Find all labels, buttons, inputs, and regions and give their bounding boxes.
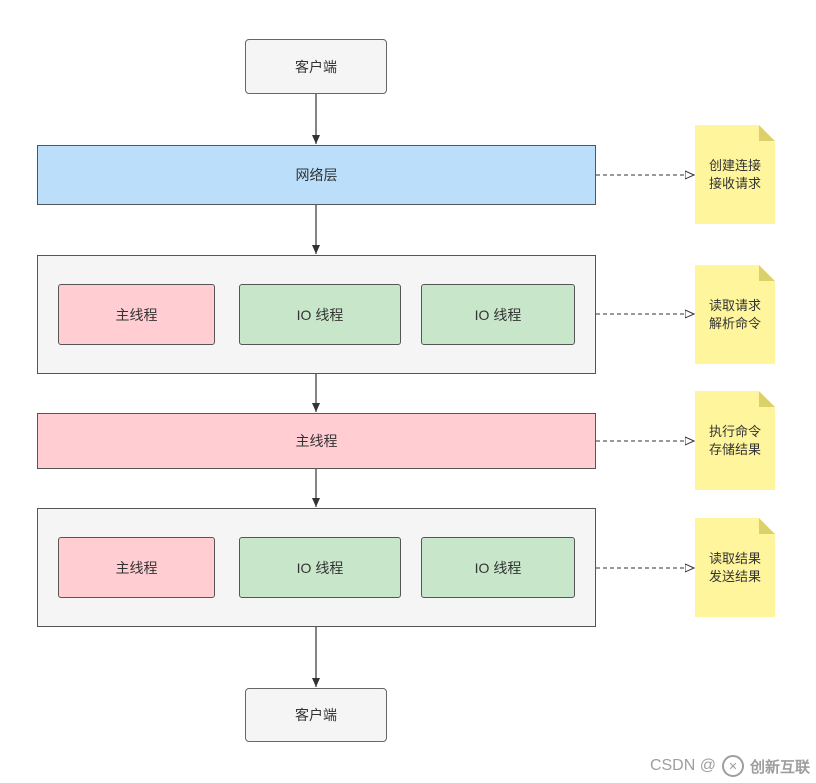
group2-main-thread: 主线程: [58, 537, 215, 598]
note-parse-command: 读取请求 解析命令: [695, 265, 775, 364]
note4-line1: 读取结果: [708, 550, 761, 566]
group1-io-thread-2-label: IO 线程: [474, 306, 522, 323]
watermark-brand: 创新互联: [749, 758, 810, 776]
note1-line2: 接收请求: [708, 175, 761, 191]
group1-io-thread-2: IO 线程: [421, 284, 575, 345]
note3-line2: 存储结果: [708, 441, 761, 457]
watermark-source: CSDN @: [649, 757, 716, 774]
group1-io-thread-1: IO 线程: [239, 284, 401, 345]
client-top-label: 客户端: [295, 58, 337, 75]
group2-main-thread-label: 主线程: [115, 559, 158, 576]
group1-main-thread: 主线程: [58, 284, 215, 345]
network-layer-node: 网络层: [37, 145, 596, 205]
note4-line2: 发送结果: [708, 568, 761, 584]
client-bottom-label: 客户端: [295, 707, 337, 723]
brand-logo-icon: ✕: [721, 755, 744, 777]
main-thread-label: 主线程: [295, 433, 338, 449]
note-execute-command: 执行命令 存储结果: [695, 391, 775, 490]
note3-line1: 执行命令: [708, 423, 761, 439]
group1-io-thread-1-label: IO 线程: [296, 306, 344, 323]
note-accept-connection: 创建连接 接收请求: [695, 125, 775, 224]
watermark: CSDN @ ✕ 创新互联: [650, 755, 810, 777]
group2-io-thread-2-label: IO 线程: [474, 559, 522, 576]
note-send-result: 读取结果 发送结果: [695, 518, 775, 617]
group2-io-thread-1: IO 线程: [239, 537, 401, 598]
group2-io-thread-1-label: IO 线程: [296, 559, 344, 576]
note2-line1: 读取请求: [708, 297, 761, 313]
client-top-node: 客户端: [245, 39, 387, 94]
note1-line1: 创建连接: [708, 157, 761, 173]
client-bottom-node: 客户端: [245, 688, 387, 742]
main-thread-node: 主线程: [37, 413, 596, 469]
group1-main-thread-label: 主线程: [115, 306, 158, 323]
network-layer-label: 网络层: [295, 167, 338, 183]
note2-line2: 解析命令: [708, 315, 761, 331]
group2-io-thread-2: IO 线程: [421, 537, 575, 598]
